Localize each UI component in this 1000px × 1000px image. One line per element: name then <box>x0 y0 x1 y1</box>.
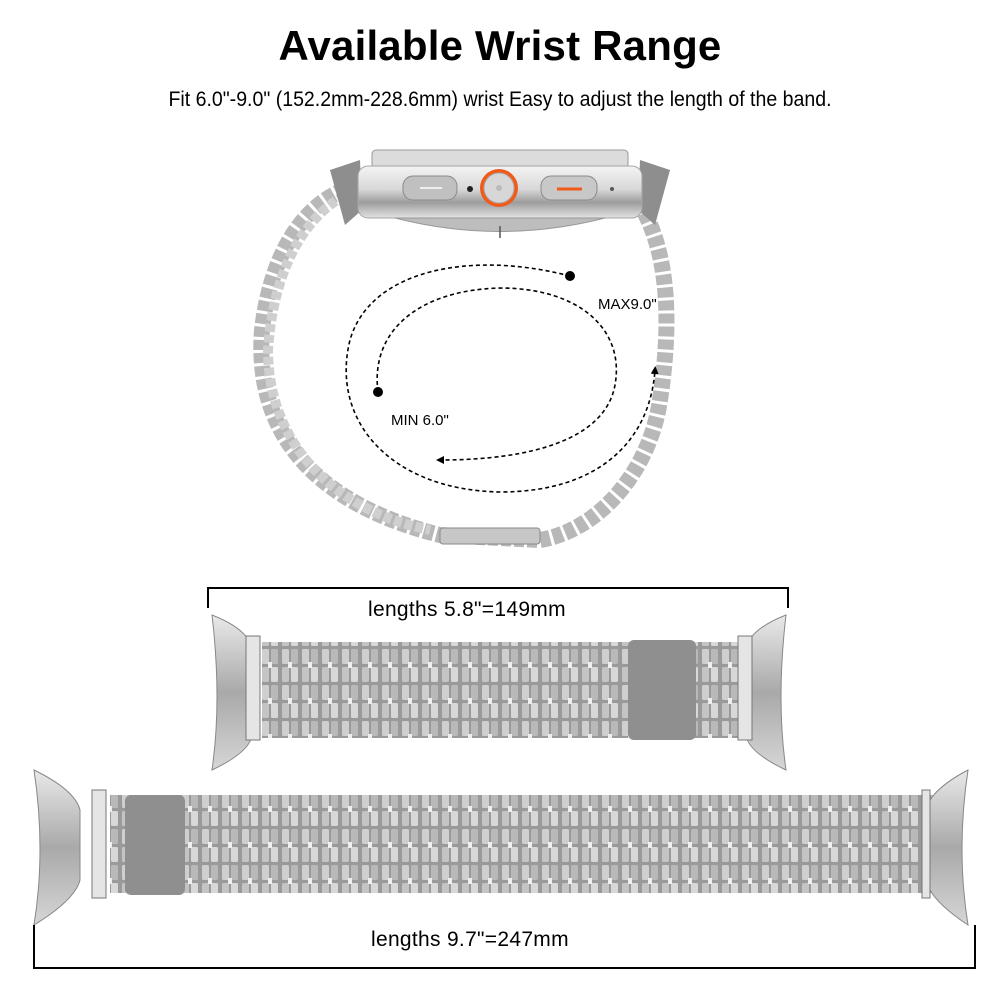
page-title: Available Wrist Range <box>278 22 722 69</box>
page-subtitle: Fit 6.0"-9.0" (152.2mm-228.6mm) wrist Ea… <box>168 88 832 111</box>
min-range-label: MIN 6.0" <box>391 412 449 429</box>
long-band-length-label: lengths 9.7"=247mm <box>371 928 569 951</box>
max-range-label: MAX9.0" <box>598 296 657 313</box>
wrist-range-diagram <box>345 264 659 493</box>
short-band-illustration <box>207 587 789 771</box>
max-endpoint-dot <box>565 271 575 281</box>
min-endpoint-dot <box>373 387 383 397</box>
short-band-length-label: lengths 5.8"=149mm <box>368 598 566 621</box>
watch-illustration <box>253 149 675 549</box>
long-band-illustration <box>33 769 976 969</box>
